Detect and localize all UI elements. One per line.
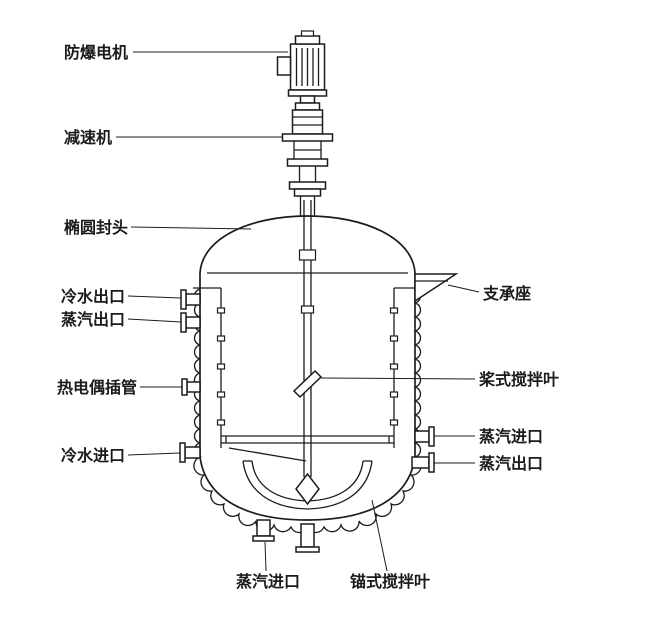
explosion-proof-motor [276,30,328,97]
coil-lugs-left [216,307,226,426]
label-reducer: 减速机 [64,128,112,147]
label-elliptical-head: 椭圆封头 [64,218,128,237]
shaft-coupling-lower [300,305,315,314]
motor-top-cap [294,35,321,45]
motor-base [287,89,328,97]
leader-lines [116,51,480,572]
label-steam-inlet-bottom: 蒸汽进口 [236,572,300,591]
gland-flange [286,158,329,167]
agitator-shaft [298,200,317,477]
motor-junction-box [276,56,292,76]
leader-cold-water-inlet [127,452,181,456]
vessel-dished-bottom [199,456,416,521]
leader-steam-inlet-bottom [264,541,267,572]
leader-steam-outlet-upper [127,318,182,323]
steam-inlet-bottom-nozzle [252,519,275,542]
leader-cold-water-outlet [127,295,182,299]
label-thermocouple-tube: 热电偶插管 [57,378,137,397]
diagonal-strut [228,447,307,462]
anchor-hub [295,472,320,506]
label-support-seat: 支承座 [482,284,531,303]
labels: 防爆电机 减速机 椭圆封头 冷水出口 蒸汽出口 热电偶插管 冷水进口 支承座 桨… [57,43,559,591]
label-paddle-agitator: 桨式搅拌叶 [478,370,559,389]
label-steam-inlet-side: 蒸汽进口 [479,427,543,446]
label-steam-outlet-side: 蒸汽出口 [479,454,543,473]
thermocouple-nozzle [181,378,201,396]
label-explosion-proof-motor: 防爆电机 [64,43,128,62]
shaft-coupling-upper [298,249,317,261]
mounting-flange-upper [288,181,327,190]
motor-fins [295,48,320,86]
bottom-discharge-nozzle [295,523,320,553]
anchor-support-beam [221,435,394,444]
reducer-body [291,109,324,135]
coil-lugs-right [389,307,399,426]
leader-anchor [371,499,388,572]
label-steam-outlet-upper: 蒸汽出口 [61,310,125,329]
motor-cap-knob [300,30,315,37]
cold-water-inlet-nozzle [179,442,201,463]
leader-support-seat [447,284,480,293]
support-bracket [414,273,459,303]
reducer-flange [281,133,334,142]
paddle-agitator [292,369,323,399]
elliptical-head [199,215,416,274]
label-cold-water-inlet: 冷水进口 [61,446,125,465]
label-cold-water-outlet: 冷水出口 [61,287,125,306]
cold-water-outlet-nozzle [180,289,201,310]
leader-elliptical-head [130,226,252,230]
reducer [281,95,334,217]
steam-outlet-upper-nozzle [180,312,201,333]
mounting-flange-lower [293,188,322,197]
leader-paddle [320,377,476,380]
label-anchor-agitator: 锚式搅拌叶 [350,572,430,591]
